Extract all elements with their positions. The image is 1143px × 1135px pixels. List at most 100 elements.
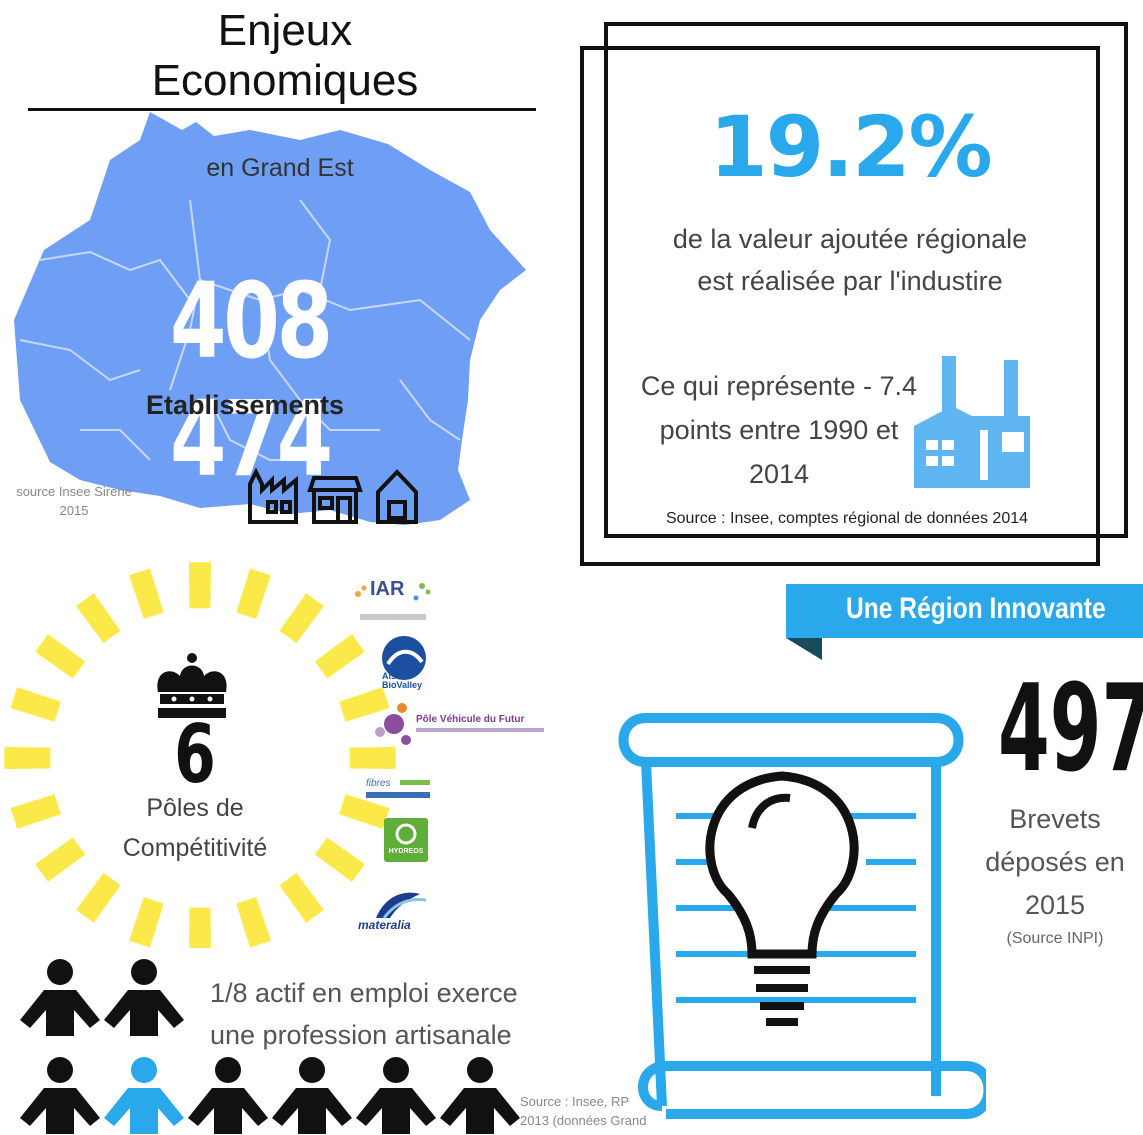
person-icon bbox=[188, 1057, 268, 1134]
person-icon bbox=[440, 1057, 520, 1134]
sun-ray bbox=[349, 747, 396, 769]
establishments-count: 408 474 bbox=[170, 260, 333, 500]
pole-vehicule-du-futur-logo[interactable]: Pôle Véhicule du Futur bbox=[372, 702, 562, 750]
frame-front bbox=[580, 46, 1100, 566]
fibres-bar-blue bbox=[366, 792, 430, 798]
materalia-logo[interactable]: materalia bbox=[356, 888, 430, 934]
poles-label: Pôles de Compétitivité bbox=[90, 788, 300, 868]
iar-logo[interactable]: IAR bbox=[352, 574, 434, 628]
biovalley-text-1: Alsace bbox=[382, 671, 412, 681]
iar-subtitle-bar bbox=[360, 614, 426, 620]
poles-label-line-1: Pôles de bbox=[146, 794, 244, 822]
region-label: en Grand Est bbox=[206, 154, 354, 182]
sun-ray bbox=[129, 897, 164, 948]
sun-ray bbox=[189, 907, 211, 948]
industry-percent: 19.2% bbox=[709, 98, 992, 196]
patents-line-2: déposés en bbox=[985, 847, 1125, 877]
biovalley-text-2: BioValley bbox=[382, 680, 423, 690]
crown-icon bbox=[157, 653, 227, 718]
pvf-logo-text: Pôle Véhicule du Futur bbox=[416, 714, 525, 725]
artisan-line-2: une profession artisanale bbox=[210, 1020, 512, 1050]
industry-source: Source : Insee, comptes régional de donn… bbox=[665, 510, 1029, 527]
factory-icon bbox=[248, 467, 298, 524]
alsace-biovalley-logo[interactable]: Alsace BioValley bbox=[378, 634, 432, 692]
sunburst-decoration bbox=[4, 562, 396, 948]
materalia-wave-icon bbox=[376, 892, 427, 919]
sun-ray bbox=[339, 794, 390, 829]
sun-ray bbox=[76, 872, 121, 923]
page-title: Enjeux Economiques bbox=[90, 6, 480, 106]
points-line-3: 2014 bbox=[748, 459, 810, 489]
source-line-1: source Insee Sirene bbox=[16, 484, 132, 499]
artisan-source: Source : Insee, RP 2013 (données Grand bbox=[520, 1092, 680, 1130]
iar-logo-text: IAR bbox=[370, 578, 405, 600]
fibres-energivie-logo[interactable]: fibres bbox=[366, 776, 430, 804]
scroll-lightbulb-icon bbox=[618, 713, 986, 1119]
sun-ray bbox=[314, 837, 365, 882]
materalia-logo-text: materalia bbox=[358, 918, 411, 932]
sun-ray bbox=[279, 593, 324, 644]
value-line-1: de la valeur ajoutée régionale bbox=[672, 224, 1028, 254]
sun-ray bbox=[76, 593, 121, 644]
source-line-2: 2015 bbox=[59, 503, 89, 518]
person-icon bbox=[272, 1057, 352, 1134]
banner-title: Une Région Innovante bbox=[846, 592, 1106, 625]
sun-ray bbox=[189, 562, 211, 609]
biovalley-circle-icon bbox=[382, 636, 426, 680]
person-icon bbox=[20, 1057, 100, 1134]
person-icon bbox=[356, 1057, 436, 1134]
title-line-2: Economiques bbox=[151, 56, 419, 105]
shop-icon bbox=[307, 476, 363, 524]
poles-label-line-2: Compétitivité bbox=[122, 834, 268, 862]
banner-fold bbox=[786, 638, 822, 660]
factory-illustration-icon bbox=[914, 356, 1030, 488]
sun-ray bbox=[236, 897, 271, 948]
sun-ray bbox=[35, 837, 86, 882]
patents-count: 497 bbox=[998, 660, 1143, 799]
sun-ray bbox=[314, 634, 365, 679]
sun-ray bbox=[4, 747, 51, 769]
title-underline bbox=[28, 108, 536, 111]
artisan-source-line-1: Source : Insee, RP bbox=[520, 1094, 630, 1109]
establishments-source: source Insee Sirene 2015 bbox=[4, 482, 144, 520]
points-line-2: points entre 1990 et bbox=[659, 415, 899, 445]
pvf-subtitle-bar bbox=[416, 728, 544, 732]
value-line-2: est réalisée par l'industire bbox=[697, 266, 1003, 296]
person-icon bbox=[104, 959, 184, 1036]
title-line-1: Enjeux bbox=[217, 6, 353, 55]
establishment-icons bbox=[248, 467, 418, 524]
value-added-text: de la valeur ajoutée régionale est réali… bbox=[610, 218, 1090, 302]
hydreos-logo-text: HYDREOS bbox=[388, 848, 424, 855]
pvf-molecule-icon bbox=[375, 703, 411, 745]
people-icons bbox=[20, 959, 520, 1134]
fibres-logo-text: fibres bbox=[366, 778, 391, 789]
hydreos-logo[interactable]: HYDREOS bbox=[384, 818, 428, 862]
fibres-bar-green bbox=[400, 780, 430, 785]
points-line-1: Ce qui représente - 7.4 bbox=[640, 371, 918, 401]
establishments-label: Etablissements bbox=[145, 390, 345, 420]
frame-back bbox=[604, 22, 1128, 538]
patents-line-1: Brevets bbox=[1009, 804, 1101, 834]
artisan-text: 1/8 actif en emploi exerce une professio… bbox=[210, 972, 550, 1056]
innovation-banner bbox=[786, 584, 1143, 638]
patents-line-3: 2015 bbox=[1024, 890, 1086, 920]
sun-ray bbox=[236, 568, 271, 619]
sun-ray bbox=[35, 634, 86, 679]
sun-ray bbox=[339, 687, 390, 722]
patents-text: Brevets déposés en 2015 bbox=[970, 798, 1140, 927]
sun-ray bbox=[129, 568, 164, 619]
hydreos-swirl-icon bbox=[395, 823, 417, 845]
poles-count: 6 bbox=[174, 708, 216, 801]
sun-ray bbox=[10, 794, 61, 829]
grand-est-map bbox=[14, 112, 526, 525]
person-highlight-icon bbox=[104, 1057, 184, 1134]
house-icon bbox=[376, 469, 418, 524]
lightbulb-icon bbox=[705, 771, 859, 959]
patents-source: (Source INPI) bbox=[1006, 930, 1104, 947]
points-text: Ce qui représente - 7.4 points entre 199… bbox=[624, 364, 934, 496]
person-icon bbox=[20, 959, 100, 1036]
sun-ray bbox=[279, 872, 324, 923]
artisan-line-1: 1/8 actif en emploi exerce bbox=[210, 978, 518, 1008]
sun-ray bbox=[10, 687, 61, 722]
iar-dots-icon bbox=[355, 583, 431, 601]
